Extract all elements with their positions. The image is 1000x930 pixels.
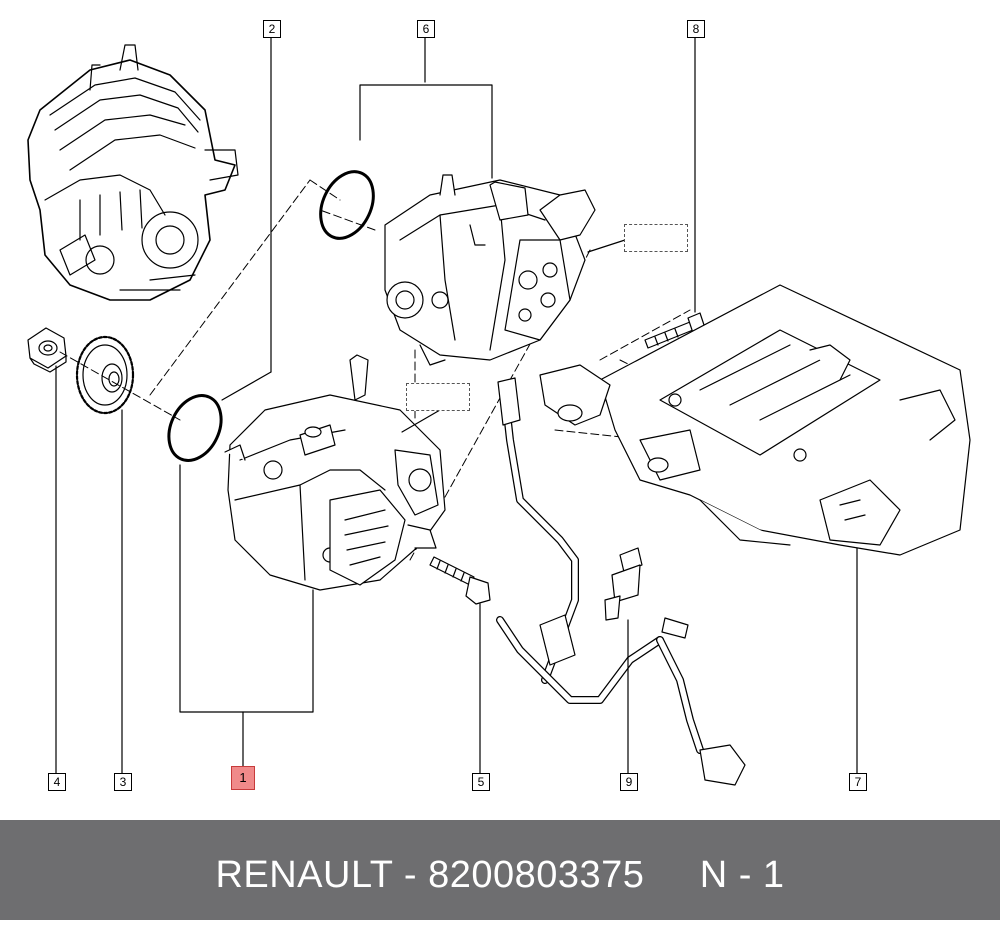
callout-4: 4	[48, 773, 66, 791]
upper-pump	[384, 174, 596, 366]
o-ring-lower	[167, 394, 223, 462]
empty-label-box-lower	[406, 383, 470, 411]
part-number-caption: RENAULT - 8200803375 N - 1	[215, 854, 785, 896]
engine-illustration	[27, 44, 239, 301]
nut-part	[27, 327, 67, 373]
callout-3: 3	[114, 773, 132, 791]
callout-5: 5	[472, 773, 490, 791]
diagram-drawing	[27, 36, 971, 786]
footer-bar: RENAULT - 8200803375 N - 1	[0, 820, 1000, 920]
callout-8: 8	[687, 20, 705, 38]
exploded-parts-diagram: 2 6 8 4 3 1 5 9 7	[27, 20, 971, 791]
sensor-part	[604, 547, 643, 621]
callout-6: 6	[417, 20, 435, 38]
empty-label-box-upper	[624, 224, 688, 252]
callout-1-highlighted: 1	[231, 766, 255, 790]
callout-9: 9	[620, 773, 638, 791]
bolt-part	[429, 556, 491, 605]
callout-2: 2	[263, 20, 281, 38]
gear-part	[75, 335, 135, 415]
leader-lines	[55, 36, 858, 774]
mounting-bracket	[539, 284, 971, 556]
callout-7: 7	[849, 773, 867, 791]
fuel-hose	[496, 377, 746, 786]
lower-pump	[224, 354, 446, 591]
o-ring-upper	[319, 170, 375, 240]
